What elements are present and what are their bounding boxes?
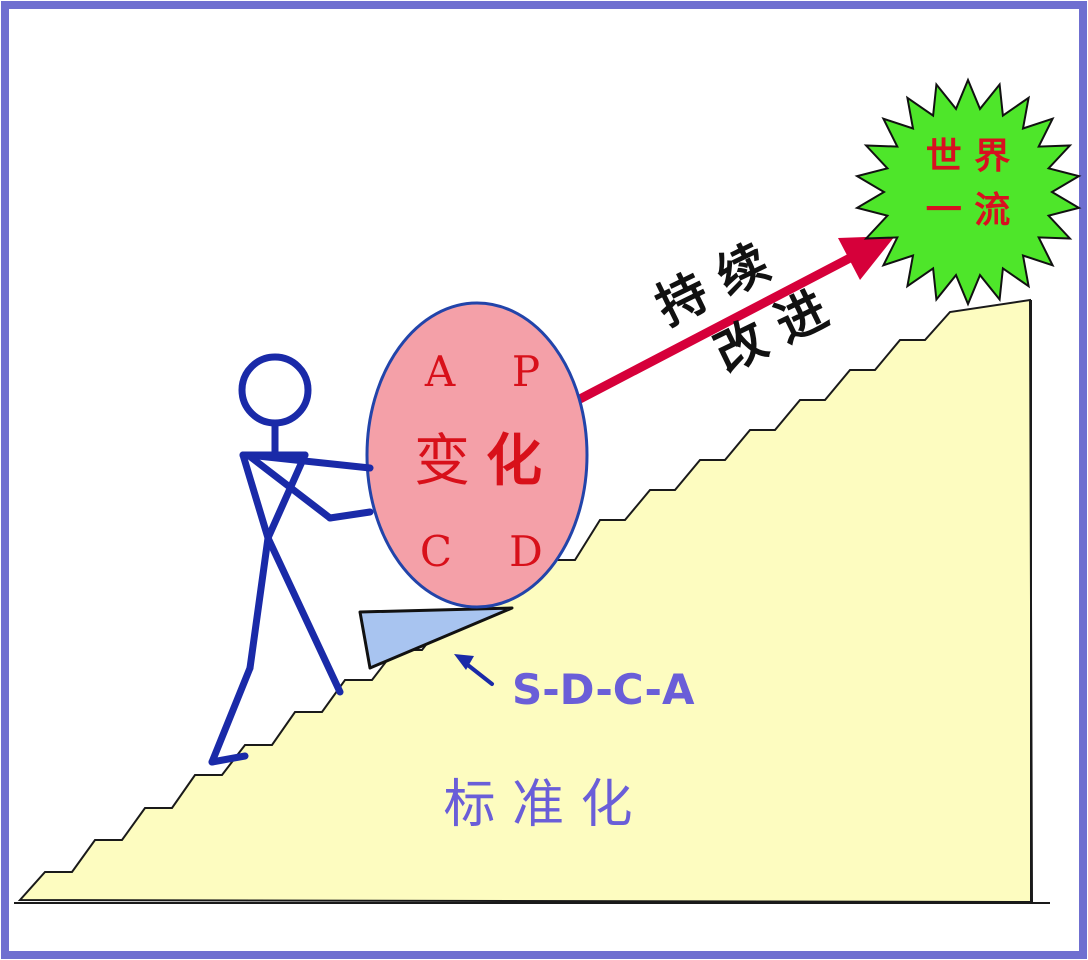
wedge-label: S-D-C-A bbox=[512, 665, 695, 714]
wedge-triangle bbox=[358, 606, 514, 670]
ball-char-bian: 变 bbox=[414, 429, 470, 494]
stick-figure bbox=[208, 353, 374, 766]
wedge-pointer-line bbox=[462, 660, 494, 686]
base-label: 标 准 化 bbox=[443, 775, 632, 835]
ball-char-hua: 化 bbox=[486, 429, 542, 494]
stick-figure-head bbox=[238, 353, 312, 427]
improvement-arrow-head bbox=[838, 236, 895, 280]
pdca-ball bbox=[365, 301, 589, 609]
star-text-line1: 世 界 bbox=[926, 136, 1011, 177]
star-text-line2: 一 流 bbox=[926, 190, 1011, 231]
ball-letter-c: C bbox=[420, 527, 452, 576]
ball-letter-d: D bbox=[509, 527, 543, 576]
wedge-pointer-head bbox=[454, 654, 474, 670]
ball-letter-p: P bbox=[512, 347, 540, 396]
world-class-star bbox=[854, 77, 1082, 307]
improvement-arrow-shaft bbox=[573, 253, 855, 405]
ball-letter-a: A bbox=[424, 347, 456, 396]
